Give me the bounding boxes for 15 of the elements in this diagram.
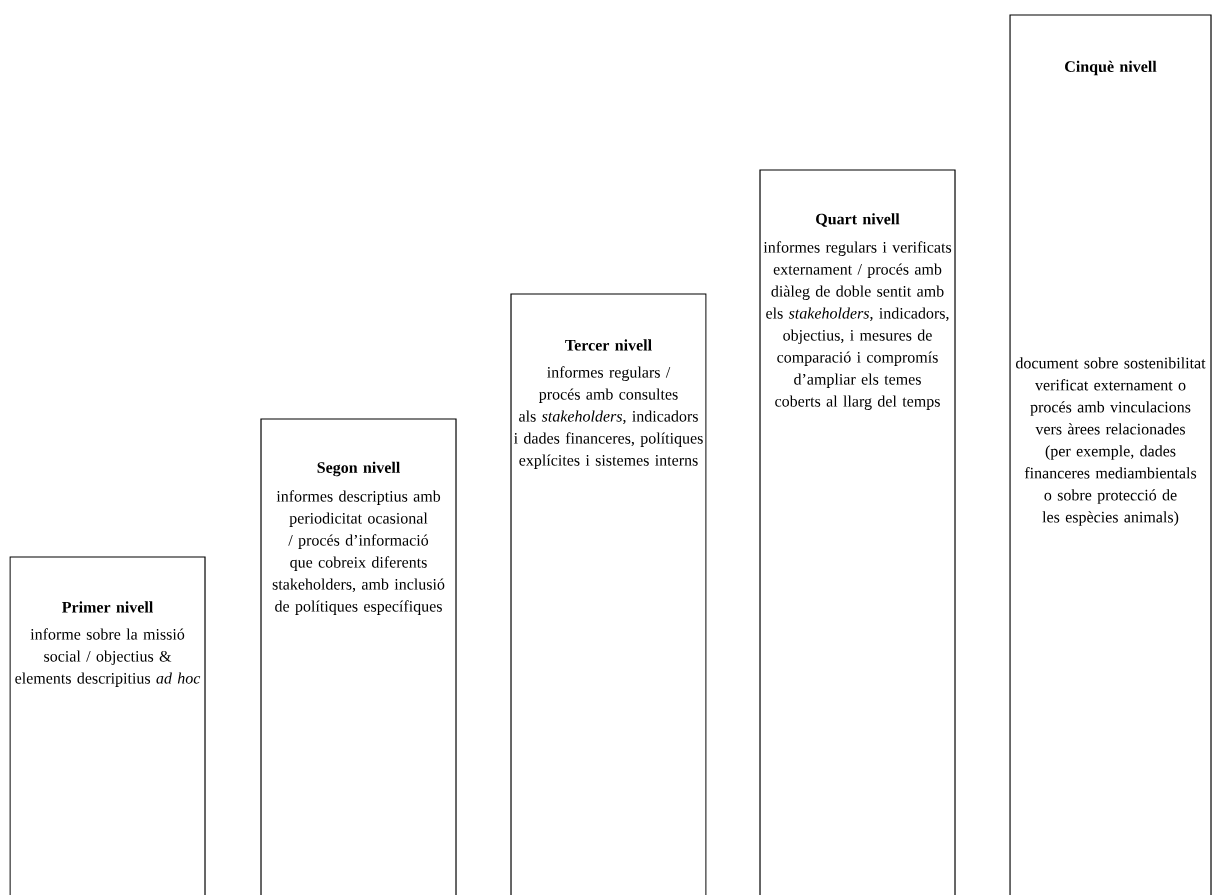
column-heading: Quart nivell [816,213,900,227]
column-heading: Cinquè nivell [1065,60,1157,76]
level-column [759,169,956,895]
column-description: informes regulars / procés amb consultes als stakeholders, indicadors i dades financeres, polítiques explícites i sistemes interns [514,366,703,469]
column-description: informes regulars i verificats externament / procés amb diàleg de doble sentit amb els stakeholders, indicadors, objectius, i mesures de comparació i compromís d’ampliar els temes coberts al llarg del temps [763,241,952,410]
column-description: informe sobre la missió social / objectius & elements descripitius ad hoc [15,628,201,687]
column-description: informes descriptius amb periodicitat ocasional / procés d’informació que cobreix diferents stakeholders, amb inclusió de polítiques específiques [272,490,445,615]
level-column [260,418,457,895]
level-column [1009,14,1212,895]
level-column [9,556,206,895]
column-heading: Primer nivell [62,601,153,613]
column-heading: Segon nivell [317,461,400,477]
column-description: document sobre sostenibilitat verificat externament o procés amb vinculacions vers àrees relacionades (per exemple, dades financeres mediambientals o sobre protecció de les espècies animals) [1016,357,1206,526]
level-column [510,293,707,895]
column-heading: Tercer nivell [565,339,652,351]
